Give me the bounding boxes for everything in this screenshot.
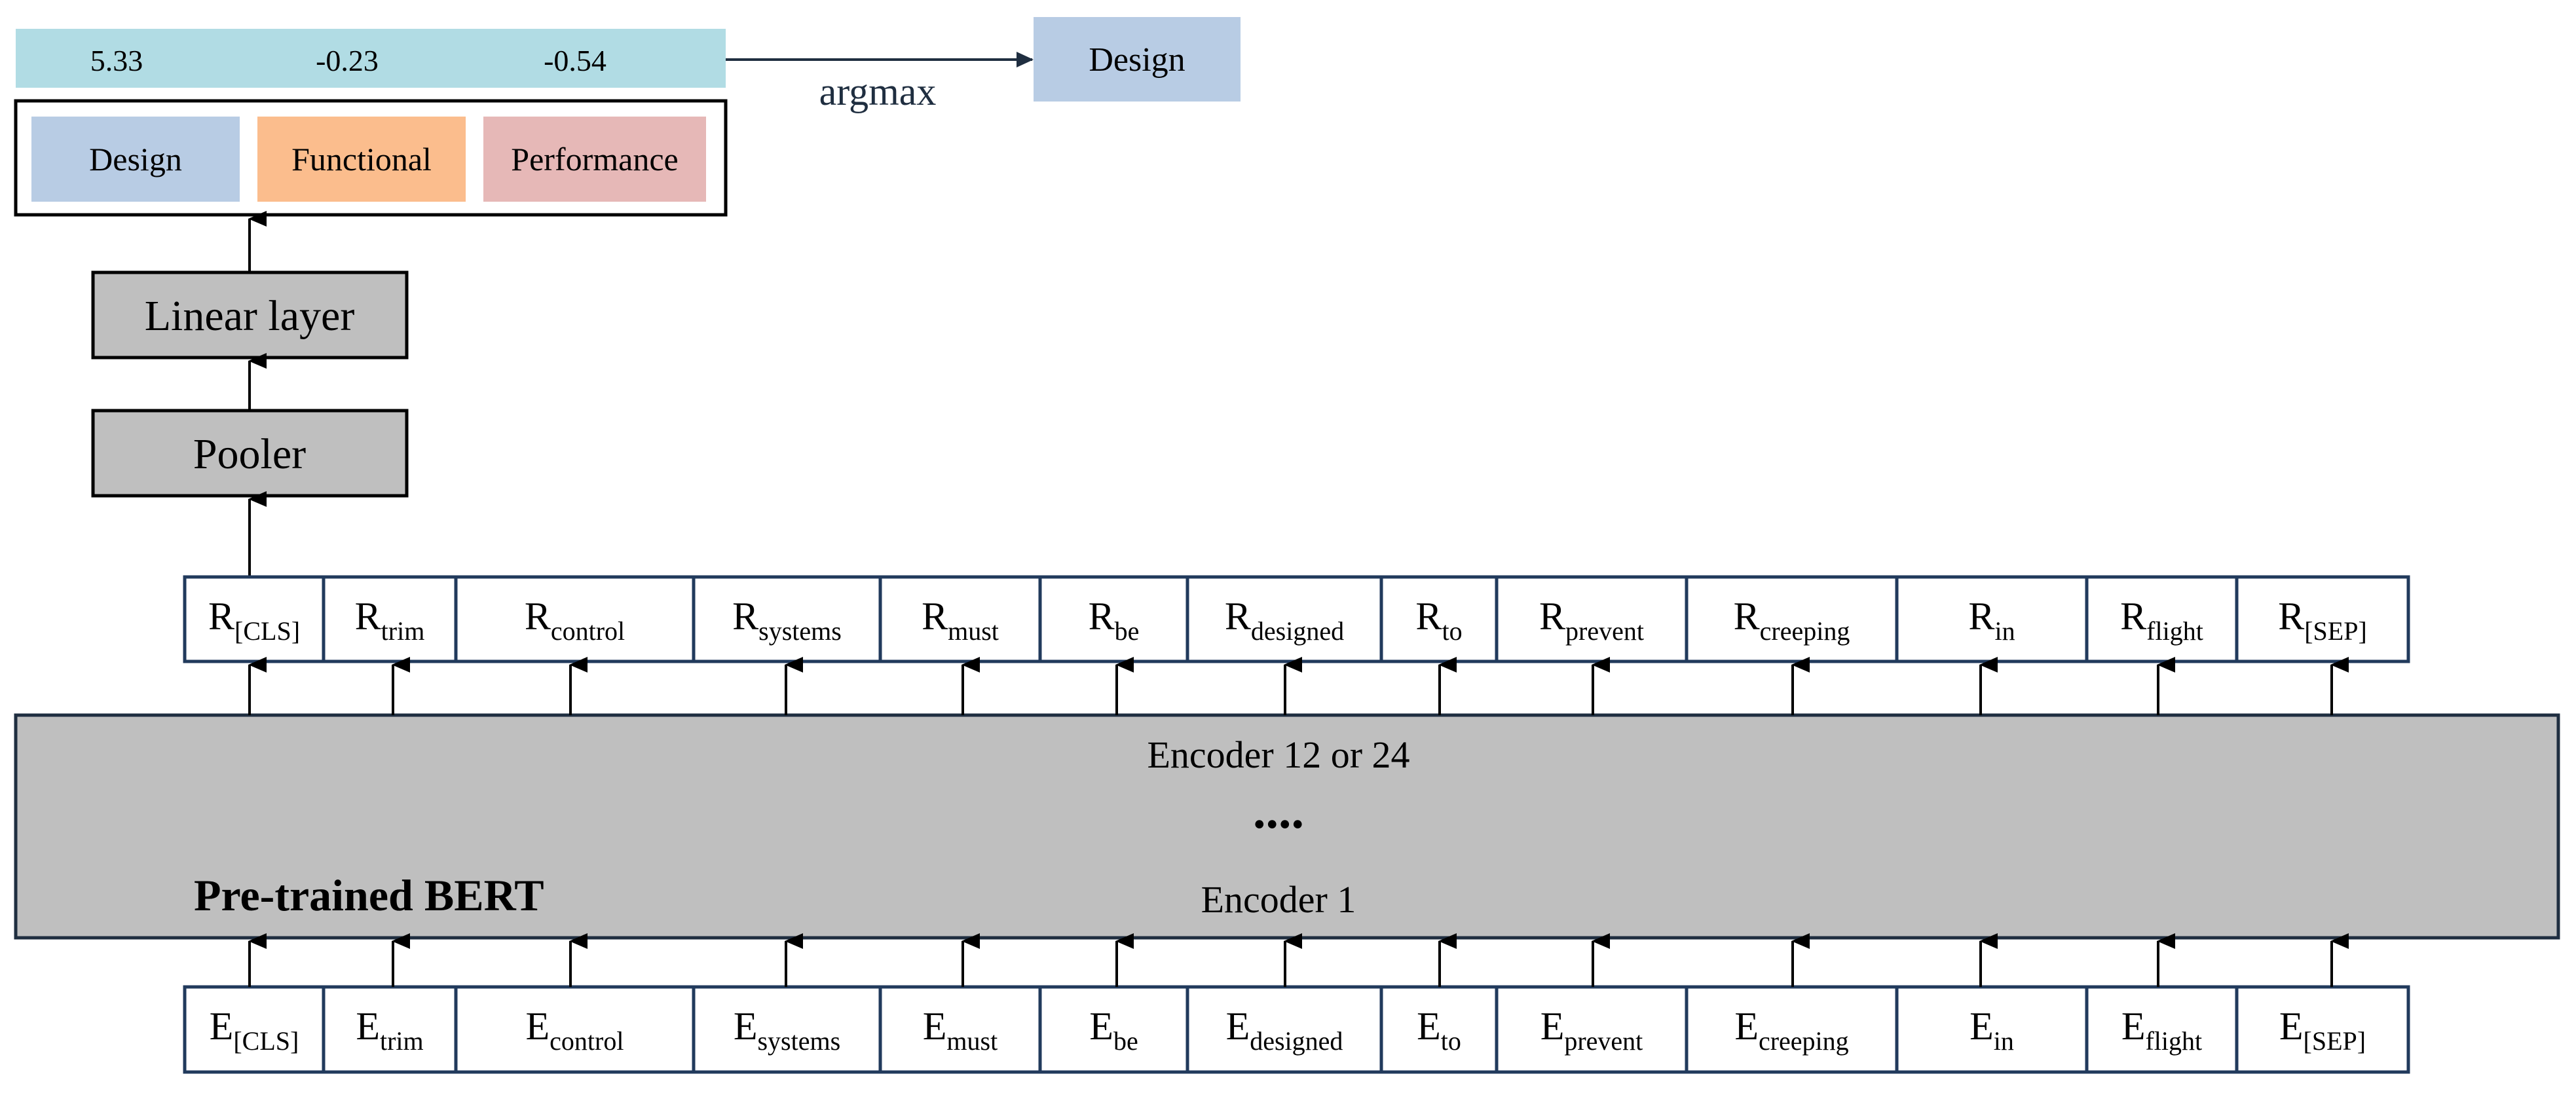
output-token-cell: Rprevent bbox=[1495, 575, 1689, 663]
class-design-label: Design bbox=[89, 141, 182, 177]
output-token-box bbox=[878, 575, 1042, 663]
score-value: 5.33 bbox=[90, 44, 143, 77]
output-token-box bbox=[2085, 575, 2239, 663]
input-token-cell: Eprevent bbox=[1495, 985, 1689, 1074]
output-token-label: Rmust bbox=[922, 595, 999, 646]
output-token-cell: Rin bbox=[1895, 575, 2089, 663]
argmax-result-box bbox=[1034, 17, 1241, 102]
output-token-cell: R[CLS] bbox=[183, 575, 326, 663]
output-token-box bbox=[1685, 575, 1899, 663]
class-functional-label: Functional bbox=[291, 141, 432, 177]
input-token-label: Eprevent bbox=[1540, 1005, 1643, 1056]
argmax-label: argmax bbox=[819, 70, 937, 113]
input-token-label: Eflight bbox=[2121, 1005, 2202, 1056]
output-token-cell: Rcontrol bbox=[454, 575, 696, 663]
input-token-box bbox=[2235, 985, 2410, 1074]
output-token-box bbox=[1185, 575, 1383, 663]
score-value: -0.54 bbox=[544, 44, 607, 77]
input-token-label: Esystems bbox=[734, 1005, 840, 1056]
input-token-label: E[CLS] bbox=[210, 1005, 299, 1056]
argmax-result-label: Design bbox=[1089, 41, 1185, 79]
output-token-label: R[CLS] bbox=[208, 595, 300, 646]
output-token-label: Rflight bbox=[2120, 595, 2203, 646]
output-token-label: Rbe bbox=[1089, 595, 1140, 646]
output-token-box bbox=[692, 575, 882, 663]
output-token-label: Rto bbox=[1415, 595, 1462, 646]
output-token-box bbox=[454, 575, 696, 663]
token-arrows bbox=[248, 657, 2349, 987]
output-token-label: Rprevent bbox=[1539, 595, 1644, 646]
encoder-bottom-label: Encoder 1 bbox=[1201, 878, 1356, 921]
input-token-cell: Eflight bbox=[2085, 985, 2239, 1074]
input-token-box bbox=[1495, 985, 1689, 1074]
class-performance-box bbox=[483, 117, 706, 202]
class-functional-box bbox=[257, 117, 466, 202]
output-token-label: R[SEP] bbox=[2278, 595, 2367, 646]
input-token-cell: Etrim bbox=[322, 985, 458, 1074]
input-token-label: Ecreeping bbox=[1734, 1005, 1848, 1056]
output-token-cell: Rmust bbox=[878, 575, 1042, 663]
output-token-box bbox=[322, 575, 458, 663]
input-token-cell: Econtrol bbox=[454, 985, 696, 1074]
output-token-cell: Rto bbox=[1379, 575, 1499, 663]
input-token-cell: Emust bbox=[878, 985, 1042, 1074]
input-token-cell: Eto bbox=[1379, 985, 1499, 1074]
output-token-cell: Rbe bbox=[1038, 575, 1189, 663]
output-token-label: Rin bbox=[1968, 595, 2015, 646]
output-token-cell: R[SEP] bbox=[2235, 575, 2410, 663]
linear-layer-label: Linear layer bbox=[145, 292, 355, 340]
output-token-cell: Rcreeping bbox=[1685, 575, 1899, 663]
output-token-cell: Rsystems bbox=[692, 575, 882, 663]
input-token-label: Ein bbox=[1969, 1005, 2014, 1056]
output-token-label: Rtrim bbox=[355, 595, 425, 646]
model-label: Pre-trained BERT bbox=[194, 870, 544, 920]
class-performance-label: Performance bbox=[511, 141, 678, 177]
input-token-cell: E[CLS] bbox=[183, 985, 326, 1074]
output-token-label: Rdesigned bbox=[1225, 595, 1344, 646]
input-token-cell: Esystems bbox=[692, 985, 882, 1074]
output-token-row: R[CLS] Rtrim Rcontrol Rsystems Rmust Rbe Rdesi… bbox=[183, 575, 2410, 663]
pooler-box bbox=[91, 409, 409, 498]
input-token-label: E[SEP] bbox=[2279, 1005, 2366, 1056]
output-token-label: Rcontrol bbox=[525, 595, 625, 646]
input-token-label: Eto bbox=[1417, 1005, 1461, 1056]
output-token-cell: Rdesigned bbox=[1185, 575, 1383, 663]
pooler-label: Pooler bbox=[193, 430, 306, 478]
input-token-cell: Ebe bbox=[1038, 985, 1189, 1074]
encoder-dots: .... bbox=[1253, 782, 1304, 839]
input-token-row: E[CLS] Etrim Econtrol Esystems Emust Ebe Edesi… bbox=[183, 985, 2410, 1074]
output-token-cell: Rflight bbox=[2085, 575, 2239, 663]
input-token-label: Emust bbox=[923, 1005, 998, 1056]
output-token-cell: Rtrim bbox=[322, 575, 458, 663]
score-value: -0.23 bbox=[316, 44, 379, 77]
input-token-label: Econtrol bbox=[526, 1005, 624, 1056]
input-token-cell: E[SEP] bbox=[2235, 985, 2410, 1074]
score-bar bbox=[16, 29, 726, 88]
output-token-box bbox=[1895, 575, 2089, 663]
output-token-box bbox=[1038, 575, 1189, 663]
input-token-label: Ebe bbox=[1089, 1005, 1138, 1056]
linear-layer-box bbox=[91, 270, 409, 360]
input-token-cell: Ecreeping bbox=[1685, 985, 1899, 1074]
input-token-cell: Ein bbox=[1895, 985, 2089, 1074]
input-token-box bbox=[454, 985, 696, 1074]
encoder-top-label: Encoder 12 or 24 bbox=[1147, 733, 1409, 776]
encoder-block bbox=[14, 713, 2560, 940]
output-token-label: Rcreeping bbox=[1734, 595, 1850, 646]
input-token-box bbox=[1185, 985, 1383, 1074]
input-token-label: Etrim bbox=[356, 1005, 423, 1056]
input-token-label: Edesigned bbox=[1226, 1005, 1343, 1056]
input-token-cell: Edesigned bbox=[1185, 985, 1383, 1074]
output-token-box bbox=[2235, 575, 2410, 663]
class-design-box bbox=[31, 117, 240, 202]
output-token-label: Rsystems bbox=[732, 595, 842, 646]
output-token-box bbox=[183, 575, 326, 663]
